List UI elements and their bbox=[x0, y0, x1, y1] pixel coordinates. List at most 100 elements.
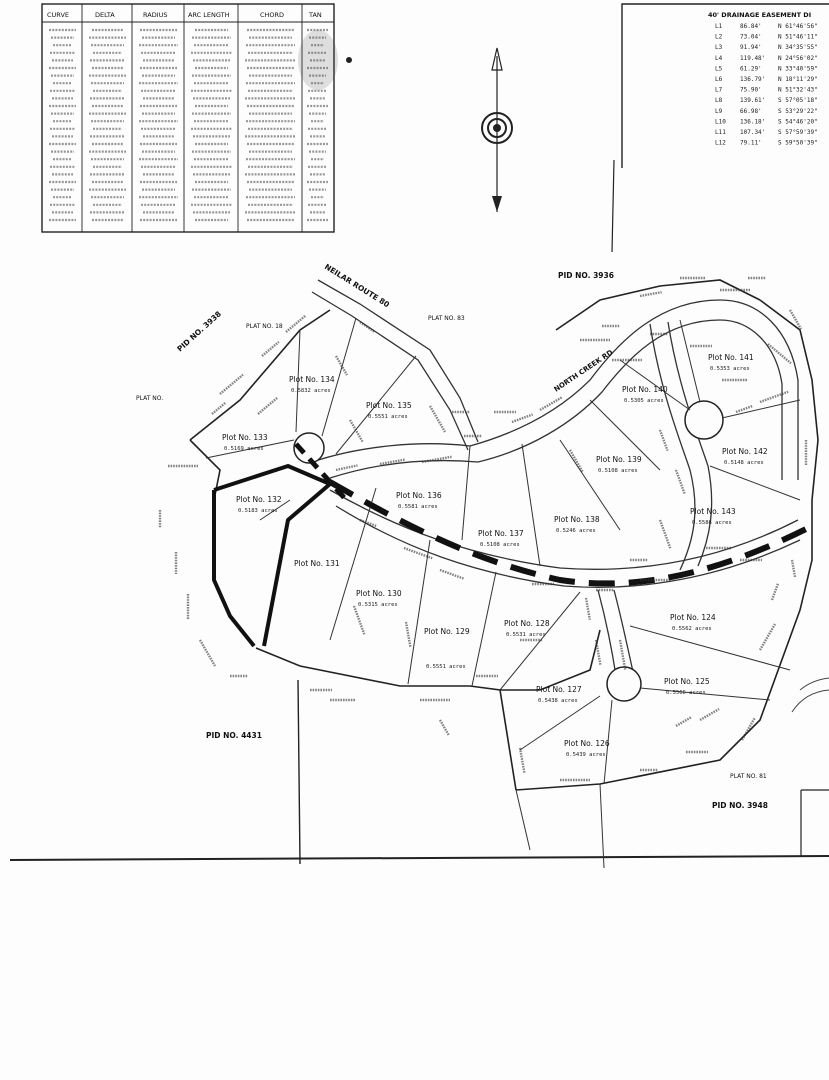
illegible-dimension-mark bbox=[539, 395, 564, 412]
easement-line-bearing: S 53°29'22" bbox=[778, 108, 818, 115]
easement-line-bearing: S 59°50'39" bbox=[778, 140, 818, 147]
curve-table-header: ARC LENGTH bbox=[188, 11, 230, 19]
illegible-dimension-mark bbox=[352, 605, 366, 635]
curve-table: CURVE DELTA RADIUS ARC LENGTH CHORD TAN bbox=[41, 3, 352, 233]
lot-line bbox=[321, 317, 357, 437]
illegible-dimension-mark bbox=[438, 719, 451, 737]
lot-line bbox=[599, 783, 605, 869]
illegible-dimension-mark bbox=[758, 623, 777, 651]
easement-line-id: L2 bbox=[715, 34, 723, 41]
easement-line-id: L10 bbox=[715, 118, 726, 125]
lot-line bbox=[721, 399, 801, 419]
cul-de-sac-south bbox=[606, 666, 642, 702]
plot-label: Plot No. 131 bbox=[294, 559, 340, 568]
illegible-dimension-mark bbox=[428, 405, 447, 433]
south-street-east bbox=[613, 589, 635, 677]
lot-line bbox=[679, 319, 701, 403]
plot-143: Plot No. 143 0.5586 acres bbox=[690, 507, 736, 526]
plot-label: Plot No. 132 bbox=[236, 495, 282, 504]
easement-line-length: 73.04' bbox=[740, 34, 762, 41]
illegible-dimension-mark bbox=[518, 747, 526, 774]
illegible-dimension-mark bbox=[439, 568, 465, 581]
lot-lines bbox=[205, 317, 801, 869]
lot-line bbox=[259, 499, 291, 521]
loop-road-south-edge bbox=[335, 505, 801, 588]
ink-dot bbox=[346, 57, 352, 63]
easement-line-bearing: N 61°46'56" bbox=[778, 23, 818, 30]
lot-line bbox=[519, 695, 601, 751]
lot-line bbox=[471, 571, 497, 687]
illegible-dimension-mark bbox=[674, 469, 687, 495]
north-creek-rd-north-edge bbox=[311, 299, 799, 480]
illegible-dimension-mark bbox=[511, 413, 534, 424]
pid-label: PID NO. 3936 bbox=[558, 271, 614, 280]
easement-line-length: 66.98' bbox=[740, 108, 762, 115]
plot-area: 0.5183 acres bbox=[238, 508, 278, 514]
plot-label: Plot No. 127 bbox=[536, 685, 582, 694]
south-street-west bbox=[597, 589, 617, 677]
illegible-dimension-mark bbox=[594, 639, 602, 666]
plot-label: Plot No. 133 bbox=[222, 433, 268, 442]
pid-label: PID NO. 3938 bbox=[175, 309, 223, 353]
easement-line-id: L5 bbox=[715, 65, 723, 72]
plot-124: Plot No. 124 0.5562 acres bbox=[670, 613, 716, 632]
plot-label: Plot No. 134 bbox=[289, 375, 335, 384]
plot-136: Plot No. 136 0.5581 acres bbox=[396, 491, 442, 510]
illegible-dimension-mark bbox=[219, 373, 244, 395]
boundary-north bbox=[555, 279, 761, 331]
plot-area: 0.5531 acres bbox=[506, 632, 546, 638]
illegible-dimension-mark bbox=[261, 340, 280, 357]
seal-arc bbox=[791, 689, 829, 713]
plot-label: Plot No. 126 bbox=[564, 739, 610, 748]
lot-line bbox=[619, 359, 691, 411]
plot-label: Plot No. 124 bbox=[670, 613, 716, 622]
lot-line bbox=[295, 329, 301, 433]
plot-area: 0.5566 acres bbox=[666, 690, 706, 696]
plot-125: Plot No. 125 0.5566 acres bbox=[664, 677, 710, 696]
plot-134: Plot No. 134 0.5832 acres bbox=[289, 375, 335, 394]
easement-line-id: L7 bbox=[715, 87, 723, 94]
lot-line bbox=[559, 439, 621, 531]
plot-126: Plot No. 126 0.5439 acres bbox=[564, 739, 610, 758]
illegible-dimension-mark bbox=[699, 707, 720, 722]
boundary-northwest bbox=[189, 309, 331, 441]
illegible-dimension-mark bbox=[359, 518, 378, 528]
plot-area: 0.5108 acres bbox=[598, 468, 638, 474]
plat-label: PLAT NO. 83 bbox=[428, 315, 465, 322]
plot-area: 0.5305 acres bbox=[624, 398, 664, 404]
plot-label: Plot No. 130 bbox=[356, 589, 402, 598]
drainage-easement-centerline bbox=[294, 442, 350, 504]
plot-140: Plot No. 140 0.5305 acres bbox=[622, 385, 668, 404]
illegible-dimension-mark bbox=[618, 639, 627, 670]
illegible-dimension-mark bbox=[403, 546, 433, 560]
cul-de-sac-west bbox=[293, 432, 325, 464]
easement-line-bearing: N 34°35'55" bbox=[778, 44, 818, 51]
plot-area: 0.5551 acres bbox=[426, 664, 466, 670]
lot-line bbox=[335, 355, 417, 455]
drainage-easement-centerline bbox=[328, 479, 810, 587]
plot-135: Plot No. 135 0.5551 acres bbox=[366, 401, 412, 420]
illegible-dimension-mark bbox=[584, 597, 592, 620]
plot-130: Plot No. 130 0.5315 acres bbox=[356, 589, 402, 608]
plot-area: 0.5353 acres bbox=[710, 366, 750, 372]
illegible-dimension-mark bbox=[790, 559, 797, 578]
plot-label: Plot No. 142 bbox=[722, 447, 768, 456]
plot-141: Plot No. 141 0.5353 acres bbox=[708, 353, 754, 372]
easement-line-length: 107.34' bbox=[740, 129, 765, 136]
plot-label: Plot No. 141 bbox=[708, 353, 754, 362]
boundary-east bbox=[759, 299, 819, 501]
route-80-west-edge bbox=[311, 291, 469, 451]
illegible-dimension-mark bbox=[740, 716, 757, 741]
illegible-dimension-mark bbox=[767, 343, 792, 365]
easement-line-length: 61.29' bbox=[740, 65, 762, 72]
illegible-dimension-mark bbox=[404, 621, 412, 648]
plot-area: 0.5832 acres bbox=[291, 388, 331, 394]
illegible-dimension-mark bbox=[334, 355, 349, 376]
sheet-borders bbox=[9, 677, 829, 865]
illegible-dimension-mark bbox=[639, 290, 662, 298]
plot-138: Plot No. 138 0.5246 acres bbox=[554, 515, 600, 534]
north-arrow-icon bbox=[481, 47, 513, 212]
plot-label: Plot No. 125 bbox=[664, 677, 710, 686]
plot-133: Plot No. 133 0.5169 acres bbox=[222, 433, 268, 452]
